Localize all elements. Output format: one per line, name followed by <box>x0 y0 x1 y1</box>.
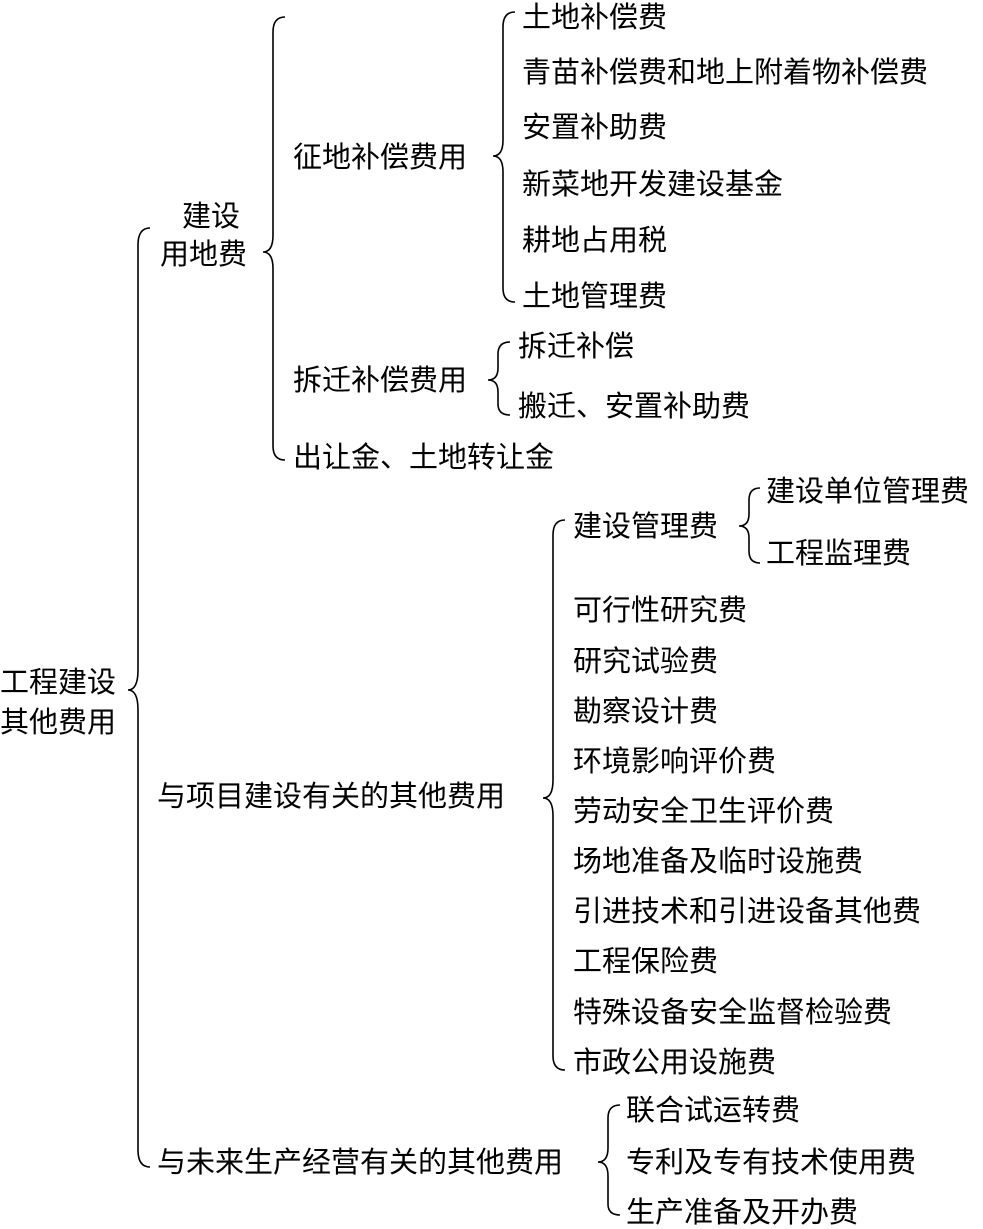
root-label-line2: 其他费用 <box>0 705 117 739</box>
brace-demolition <box>487 341 511 416</box>
future-label: 与未来生产经营有关的其他费用 <box>157 1145 564 1179</box>
management-item: 工程监理费 <box>766 536 912 570</box>
project-item: 研究试验费 <box>573 644 719 678</box>
demolition-item: 搬迁、安置补助费 <box>518 389 751 423</box>
brace-project <box>542 519 566 1071</box>
project-item: 引进技术和引进设备其他费 <box>573 894 922 928</box>
brace-root <box>127 227 151 1168</box>
acquisition-item: 青苗补偿费和地上附着物补偿费 <box>522 55 929 89</box>
land-use-label-line1: 建设 <box>182 199 241 233</box>
brace-future <box>597 1104 621 1216</box>
project-item: 特殊设备安全监督检验费 <box>573 995 893 1029</box>
future-item: 专利及专有技术使用费 <box>626 1145 917 1179</box>
management-item: 建设单位管理费 <box>766 474 970 508</box>
project-item: 可行性研究费 <box>573 593 748 627</box>
management-label: 建设管理费 <box>573 509 719 543</box>
transfer-label: 出让金、土地转让金 <box>293 440 555 474</box>
acquisition-item: 耕地占用税 <box>522 223 668 257</box>
future-item: 联合试运转费 <box>626 1093 801 1127</box>
demolition-label: 拆迁补偿费用 <box>293 363 468 397</box>
project-item: 环境影响评价费 <box>573 744 777 778</box>
project-item: 勘察设计费 <box>573 694 719 728</box>
acquisition-item: 新菜地开发建设基金 <box>522 167 784 201</box>
future-item: 生产准备及开办费 <box>626 1195 859 1229</box>
project-item: 市政公用设施费 <box>573 1045 777 1079</box>
brace-land-use <box>262 16 286 461</box>
land-use-label-line2: 用地费 <box>160 237 248 271</box>
brace-management <box>738 487 761 564</box>
acquisition-item: 土地补偿费 <box>522 0 668 34</box>
brace-acquisition <box>492 11 516 303</box>
acquisition-item: 土地管理费 <box>522 279 668 313</box>
project-label: 与项目建设有关的其他费用 <box>157 779 506 813</box>
project-item: 工程保险费 <box>573 944 719 978</box>
root-label-line1: 工程建设 <box>0 665 117 699</box>
acquisition-label: 征地补偿费用 <box>293 140 468 174</box>
project-item: 场地准备及临时设施费 <box>573 844 864 878</box>
project-item: 劳动安全卫生评价费 <box>573 794 835 828</box>
demolition-item: 拆迁补偿 <box>518 329 635 363</box>
acquisition-item: 安置补助费 <box>522 110 668 144</box>
